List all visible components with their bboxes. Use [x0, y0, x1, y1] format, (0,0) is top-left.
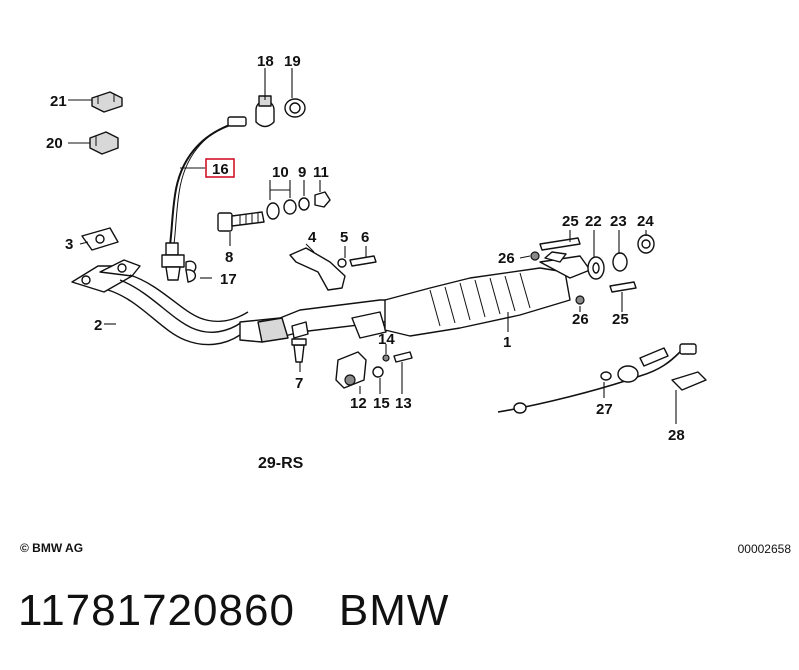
callout-13: 13 — [395, 395, 412, 412]
callout-25-top: 25 — [562, 213, 579, 230]
intermediate-pipe — [239, 299, 401, 343]
callout-17: 17 — [220, 271, 237, 288]
callout-11: 11 — [313, 164, 329, 181]
clip-21 — [91, 91, 123, 113]
callout-22: 22 — [585, 213, 602, 230]
callout-23: 23 — [610, 213, 627, 230]
callout-25-bottom: 25 — [612, 311, 629, 328]
exhaust-system-diagram: 18 19 21 20 16 10 9 11 8 3 17 4 5 6 2 7 … — [46, 53, 707, 472]
rubber-hanger — [335, 351, 413, 389]
diagram-reference-code: 00002658 — [737, 542, 791, 556]
callout-27: 27 — [596, 401, 613, 418]
sensor-cable — [497, 343, 707, 414]
flange-gasket — [81, 227, 119, 251]
callout-18: 18 — [257, 53, 274, 70]
callout-1: 1 — [503, 334, 511, 351]
callout-8: 8 — [225, 249, 233, 266]
callout-14: 14 — [378, 331, 395, 348]
brand-name: BMW — [338, 586, 450, 635]
bolt-7 — [291, 338, 307, 363]
clip-20 — [89, 131, 119, 155]
callout-7: 7 — [295, 375, 303, 392]
callout-16: 16 — [212, 161, 229, 178]
part-number-title: 11781720860 BMW — [18, 586, 449, 636]
catalytic-converter — [384, 251, 591, 337]
callout-5: 5 — [340, 229, 348, 246]
oxygen-sensor-cable — [161, 116, 247, 281]
leader-lines — [68, 68, 677, 424]
callout-15: 15 — [373, 395, 390, 412]
callout-2: 2 — [94, 317, 102, 334]
callout-10: 10 — [272, 164, 289, 181]
callout-9: 9 — [298, 164, 306, 181]
copyright-notice: © BMW AG — [20, 541, 84, 555]
callout-4: 4 — [308, 229, 317, 246]
clamp-clip — [255, 95, 275, 128]
bracket-4 — [289, 247, 377, 291]
callout-19: 19 — [284, 53, 301, 70]
assembly-label: 29-RS — [258, 455, 304, 472]
callout-3: 3 — [65, 236, 73, 253]
callout-21: 21 — [50, 93, 67, 110]
callout-24: 24 — [637, 213, 654, 230]
front-downpipe — [71, 259, 249, 346]
callout-26-top: 26 — [498, 250, 515, 267]
clamp-17 — [185, 260, 197, 283]
callout-20: 20 — [46, 135, 63, 152]
bolt-set — [217, 191, 331, 232]
callout-12: 12 — [350, 395, 367, 412]
highlight-box — [205, 158, 235, 178]
rubber-ring — [284, 98, 306, 118]
part-number: 11781720860 — [18, 586, 295, 635]
callout-6: 6 — [361, 229, 369, 246]
callout-26-bottom: 26 — [572, 311, 589, 328]
callout-28: 28 — [668, 427, 685, 444]
